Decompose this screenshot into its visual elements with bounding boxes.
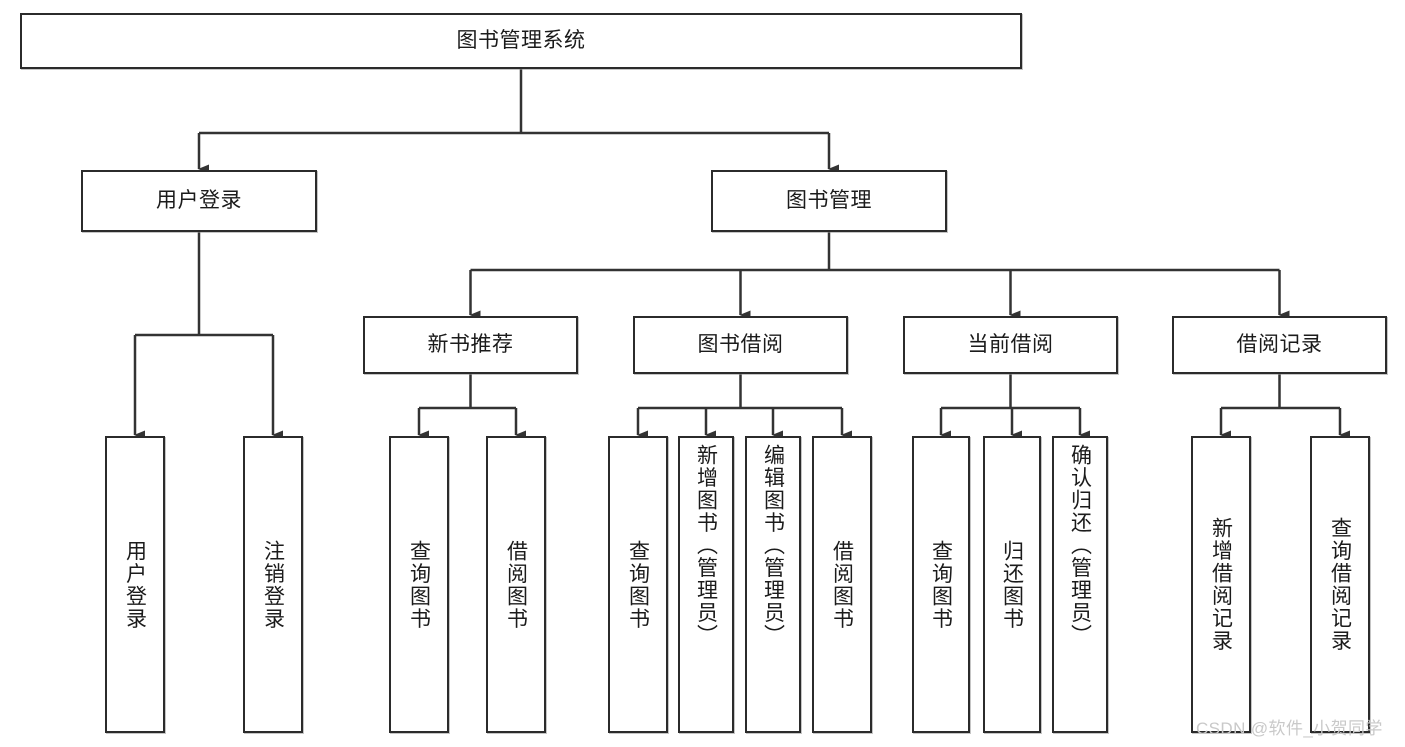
node-root[interactable]: 图书管理系统 — [20, 13, 1022, 69]
node-label: 查询图书 — [407, 539, 431, 630]
node-records[interactable]: 借阅记录 — [1172, 316, 1387, 374]
node-leaf-new-2[interactable]: 借阅图书 — [486, 436, 546, 733]
node-label: 图书管理系统 — [456, 29, 586, 53]
node-label: 借阅图书 — [504, 539, 528, 630]
node-login[interactable]: 用户登录 — [81, 170, 317, 232]
node-leaf-login-2[interactable]: 注销登录 — [243, 436, 303, 733]
node-leaf-rec-1[interactable]: 新增借阅记录 — [1191, 436, 1251, 733]
node-borrow[interactable]: 图书借阅 — [633, 316, 848, 374]
node-current[interactable]: 当前借阅 — [903, 316, 1118, 374]
node-leaf-cur-1[interactable]: 查询图书 — [912, 436, 970, 733]
node-label: 新书推荐 — [427, 333, 514, 357]
node-leaf-login-1[interactable]: 用户登录 — [105, 436, 165, 733]
node-label: 新增图书（管理员） — [694, 444, 718, 647]
node-label: 新增借阅记录 — [1209, 517, 1233, 652]
node-bookmgmt[interactable]: 图书管理 — [711, 170, 947, 232]
node-leaf-bor-1[interactable]: 查询图书 — [608, 436, 668, 733]
node-label: 确认归还（管理员） — [1068, 444, 1092, 647]
node-label: 查询图书 — [929, 539, 953, 630]
node-leaf-cur-3[interactable]: 确认归还（管理员） — [1052, 436, 1108, 733]
node-label: 当前借阅 — [967, 333, 1054, 357]
connector-group — [133, 69, 1350, 440]
node-leaf-rec-2[interactable]: 查询借阅记录 — [1310, 436, 1370, 733]
node-label: 借阅图书 — [830, 539, 854, 630]
node-leaf-new-1[interactable]: 查询图书 — [389, 436, 449, 733]
node-leaf-cur-2[interactable]: 归还图书 — [983, 436, 1041, 733]
node-label: 注销登录 — [261, 539, 285, 630]
node-label: 归还图书 — [1000, 539, 1024, 630]
node-label: 用户登录 — [156, 189, 242, 213]
node-label: 图书借阅 — [697, 333, 784, 357]
node-label: 查询借阅记录 — [1328, 517, 1352, 652]
node-leaf-bor-4[interactable]: 借阅图书 — [812, 436, 872, 733]
node-newbook[interactable]: 新书推荐 — [363, 316, 578, 374]
node-label: 编辑图书（管理员） — [761, 444, 785, 647]
node-leaf-bor-2[interactable]: 新增图书（管理员） — [678, 436, 734, 733]
node-label: 借阅记录 — [1236, 333, 1323, 357]
node-label: 用户登录 — [123, 539, 147, 630]
node-label: 查询图书 — [626, 539, 650, 630]
csdn-watermark: CSDN @软件_小贺同学 — [1196, 719, 1383, 738]
node-leaf-bor-3[interactable]: 编辑图书（管理员） — [745, 436, 801, 733]
node-label: 图书管理 — [786, 189, 872, 213]
